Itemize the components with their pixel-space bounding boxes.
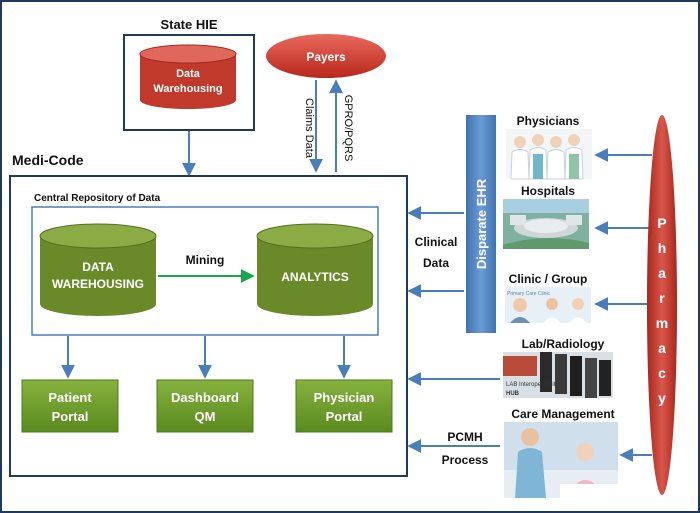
clinic-group-label: Clinic / Group [509, 272, 588, 286]
pharmacy-letter: m [656, 315, 668, 331]
lab-caption-line2: HUB [506, 391, 520, 397]
physician-portal-line2: Portal [326, 409, 363, 424]
pharmacy-letter: P [657, 215, 666, 231]
pharmacy-label: P h a r m a c y [656, 215, 668, 406]
pharmacy-letter: c [658, 365, 666, 381]
lab-radiology-label: Lab/Radiology [522, 337, 605, 351]
repository-title: Central Repository of Data [34, 193, 161, 204]
clinic-image-caption: Primary Care Clinic [507, 291, 551, 297]
pharmacy-letter: y [658, 390, 666, 406]
payers-ellipse [266, 34, 386, 78]
disparate-ehr-label: Disparate EHR [474, 178, 489, 269]
hospitals-image [503, 199, 589, 249]
pharmacy-ellipse [647, 115, 677, 495]
clinic-group-image: Primary Care Clinic [505, 287, 591, 323]
state-hie-cylinder-line2: Warehousing [153, 83, 222, 95]
medicode-title: Medi-Code [12, 152, 84, 168]
care-management-image [504, 422, 618, 498]
lab-radiology-image: LAB Interoperability HUB [503, 352, 613, 398]
state-hie-title: State HIE [160, 17, 217, 32]
pharmacy-letter: r [659, 290, 665, 306]
lab-caption-line1: LAB Interoperability [506, 382, 558, 388]
patient-portal-box: Patient Portal [21, 379, 119, 433]
clinical-data-line1: Clinical [415, 235, 458, 249]
care-management-label: Care Management [511, 407, 614, 421]
pharmacy-letter: a [658, 265, 666, 281]
pharmacy-letter: a [658, 340, 666, 356]
patient-portal-line2: Portal [52, 409, 89, 424]
physician-portal-box: Physician Portal [295, 379, 393, 433]
dashboard-qm-box: Dashboard QM [156, 379, 254, 433]
physicians-label: Physicians [517, 114, 580, 128]
dashboard-qm-line2: QM [195, 409, 216, 424]
physicians-image [506, 129, 592, 180]
claims-data-label: Claims Data [303, 98, 315, 159]
hospitals-label: Hospitals [521, 184, 575, 198]
data-warehousing-line2: WAREHOUSING [52, 277, 144, 291]
data-warehousing-cylinder: DATA WAREHOUSING [39, 223, 157, 316]
pharmacy-letter: h [658, 240, 667, 256]
state-hie-cylinder: Data Warehousing [139, 44, 237, 109]
state-hie-cylinder-line1: Data [176, 68, 201, 80]
disparate-ehr-bar [466, 115, 496, 333]
physician-portal-line1: Physician [314, 390, 375, 405]
payers-label: Payers [306, 50, 346, 64]
pcmh-line2: Process [442, 453, 489, 467]
analytics-cylinder: ANALYTICS [256, 223, 374, 316]
analytics-label: ANALYTICS [281, 270, 349, 284]
patient-portal-line1: Patient [48, 390, 92, 405]
dashboard-qm-line1: Dashboard [171, 390, 239, 405]
data-warehousing-line1: DATA [82, 260, 114, 274]
clinical-data-line2: Data [423, 256, 449, 270]
pcmh-line1: PCMH [447, 430, 482, 444]
gpro-label: GPRO/PQRS [342, 95, 354, 162]
mining-label: Mining [186, 253, 225, 267]
